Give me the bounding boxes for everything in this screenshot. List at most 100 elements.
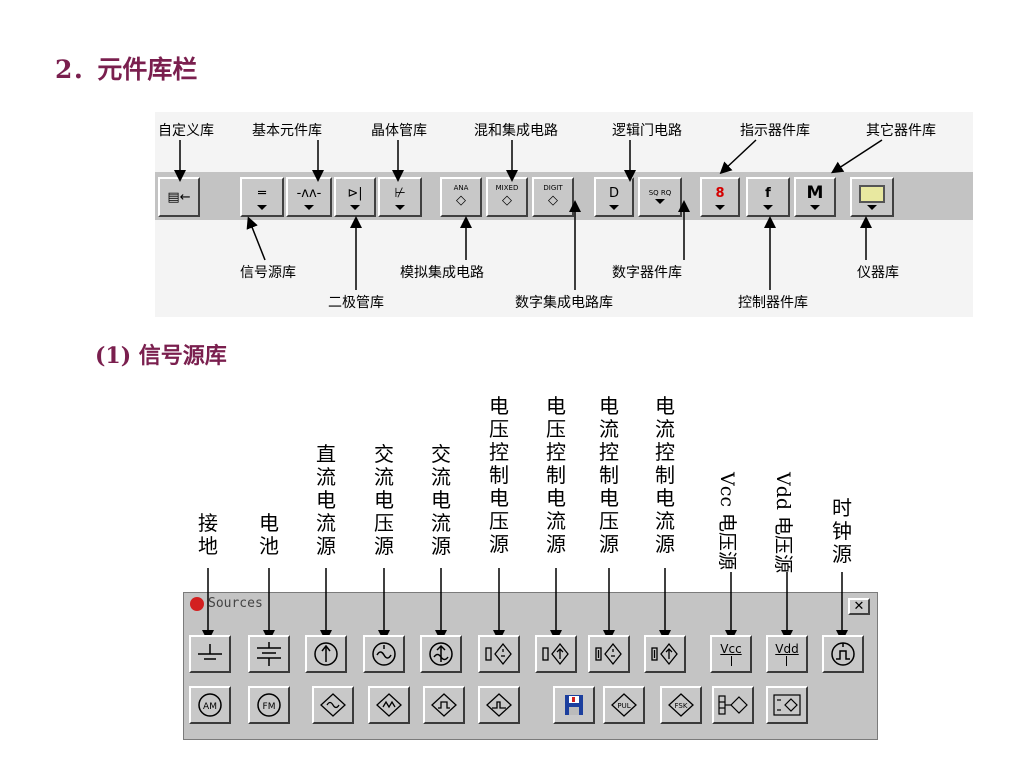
mixed-label: MIXED: [495, 183, 519, 192]
oscilloscope-icon: [859, 184, 885, 203]
transistor-library-button[interactable]: ⊬: [378, 177, 422, 217]
controlled-one-shot-icon: [486, 693, 512, 717]
pul-source-button[interactable]: PUL: [603, 686, 645, 724]
subsection-heading: (1) 信号源库: [95, 343, 227, 369]
label-cccs: 电流控制电流源: [655, 394, 675, 556]
am-source-button[interactable]: AM: [189, 686, 231, 724]
basic-library-button[interactable]: -ᴧᴧ-: [286, 177, 332, 217]
dc-current-source-button[interactable]: [305, 635, 347, 673]
vdd-wire-icon: [786, 655, 788, 666]
label-ground: 接地: [198, 511, 218, 558]
am-label: AM: [203, 702, 217, 712]
nonlinear-source-icon: [773, 694, 801, 716]
label-control-library: 控制器件库: [738, 295, 808, 311]
controlled-one-shot-button[interactable]: [478, 686, 520, 724]
ac-current-source-button[interactable]: [420, 635, 462, 673]
label-indicator-library: 指示器件库: [740, 123, 810, 139]
vdd-source-button[interactable]: Vdd: [766, 635, 808, 673]
label-analog-ic: 模拟集成电路: [400, 265, 484, 281]
section-heading: 2．元件库栏: [55, 55, 198, 84]
logic-gate-button[interactable]: D: [594, 177, 634, 217]
seven-segment-icon: 8: [715, 186, 725, 201]
vcc-label: Vcc: [720, 641, 742, 656]
indicator-library-button[interactable]: 8: [700, 177, 740, 217]
ac-voltage-source-button[interactable]: [363, 635, 405, 673]
label-mixed-ic: 混和集成电路: [474, 123, 558, 139]
battery-icon: [257, 642, 281, 666]
vdd-label: Vdd: [775, 641, 799, 656]
label-custom-library: 自定义库: [158, 123, 214, 139]
mixed-ic-icon: ◇: [502, 193, 512, 208]
label-diode-library: 二极管库: [328, 295, 384, 311]
save-button[interactable]: [553, 686, 595, 724]
label-vccs: 电压控制电流源: [546, 394, 566, 556]
ccvs-button[interactable]: [588, 635, 630, 673]
ground-icon: [198, 644, 222, 660]
sq-label: SQ RQ: [648, 189, 672, 197]
pul-label: PUL: [617, 702, 630, 710]
digital-ic-icon: ◇: [548, 193, 558, 208]
polynomial-source-button[interactable]: [712, 686, 754, 724]
controlled-sine-icon: [320, 693, 346, 717]
analog-ic-button[interactable]: ANA ◇: [440, 177, 482, 217]
floppy-disk-icon: [565, 695, 583, 715]
ac-voltage-source-icon: [372, 642, 396, 666]
dropdown-arrow-icon: [257, 204, 267, 210]
label-ac-voltage: 交流电压源: [374, 442, 394, 558]
vccs-button[interactable]: [535, 635, 577, 673]
misc-library-button[interactable]: M: [794, 177, 836, 217]
dropdown-arrow-icon: [609, 204, 619, 210]
close-button[interactable]: ✕: [848, 598, 870, 615]
fsk-source-icon: FSK: [668, 693, 694, 717]
fm-source-icon: FM: [257, 693, 281, 717]
source-library-button[interactable]: ═: [240, 177, 284, 217]
voltage-controlled-square-button[interactable]: [423, 686, 465, 724]
window-title: Sources: [208, 596, 263, 611]
battery-icon: ═: [258, 186, 266, 201]
instrument-library-button[interactable]: [850, 177, 894, 217]
vcc-source-button[interactable]: Vcc: [710, 635, 752, 673]
resistor-icon: -ᴧᴧ-: [296, 186, 322, 201]
label-basic-library: 基本元件库: [252, 123, 322, 139]
control-function-label: f: [765, 186, 771, 201]
misc-m-label: M: [806, 183, 824, 203]
dropdown-arrow-icon: [810, 204, 820, 210]
vcvs-button[interactable]: [478, 635, 520, 673]
battery-button[interactable]: [248, 635, 290, 673]
fm-label: FM: [263, 702, 276, 712]
and-gate-icon: D: [608, 186, 619, 201]
dropdown-arrow-icon: [867, 204, 877, 210]
voltage-controlled-triangle-button[interactable]: [368, 686, 410, 724]
ana-label: ANA: [453, 183, 469, 192]
clock-source-button[interactable]: [822, 635, 864, 673]
fsk-source-button[interactable]: FSK: [660, 686, 702, 724]
dropdown-arrow-icon: [655, 199, 665, 204]
transistor-icon: ⊬: [394, 186, 406, 201]
label-ac-current: 交流电流源: [431, 442, 451, 558]
ccvs-icon: [595, 642, 622, 666]
label-transistor-library: 晶体管库: [371, 123, 427, 139]
custom-library-button[interactable]: ▤←: [158, 177, 200, 217]
nonlinear-source-button[interactable]: [766, 686, 808, 724]
dropdown-arrow-icon: [715, 204, 725, 210]
fm-source-button[interactable]: FM: [248, 686, 290, 724]
voltage-controlled-sine-button[interactable]: [312, 686, 354, 724]
dropdown-arrow-icon: [395, 204, 405, 210]
cccs-button[interactable]: [644, 635, 686, 673]
ground-button[interactable]: [189, 635, 231, 673]
vcvs-icon: [485, 642, 512, 666]
cccs-icon: [651, 642, 678, 666]
fsk-label: FSK: [675, 702, 688, 710]
digital-device-button[interactable]: SQ RQ: [638, 177, 682, 217]
label-ccvs: 电流控制电压源: [599, 394, 619, 556]
sources-titlebar[interactable]: Sources: [184, 593, 877, 617]
digital-ic-button[interactable]: DIGIT ◇: [532, 177, 574, 217]
polynomial-source-icon: [718, 695, 748, 715]
dropdown-arrow-icon: [763, 204, 773, 210]
label-digital-device: 数字器件库: [612, 265, 682, 281]
sources-window: [183, 592, 878, 740]
controlled-triangle-icon: [376, 693, 402, 717]
dc-current-source-icon: [314, 642, 338, 666]
analog-ic-icon: ◇: [456, 193, 466, 208]
